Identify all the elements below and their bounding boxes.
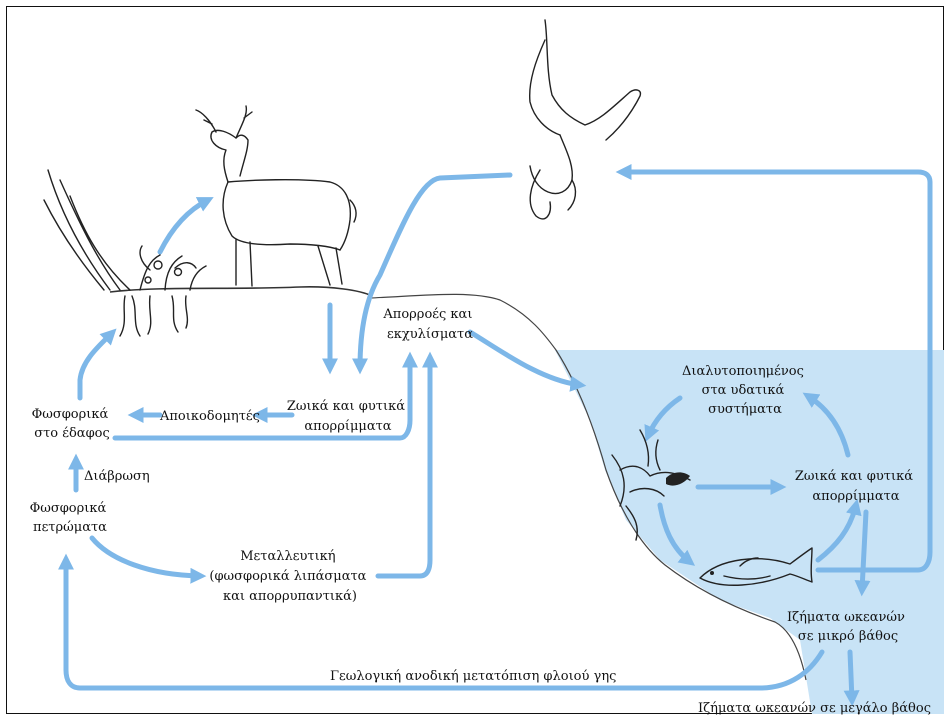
shallow-sediments-label-line: Ιζήματα ωκεανών xyxy=(787,610,905,625)
runoff-label: Απορροές και εκχυλίσματα xyxy=(382,307,476,342)
mining-label-line: και απορρυπαντικά) xyxy=(223,589,357,604)
uplift-label: Γεωλογική ανοδική μετατόπιση φλοιού γης xyxy=(330,669,616,684)
dissolved-label-line: στα υδατικά xyxy=(702,383,785,398)
erosion-label: Διάβρωση xyxy=(84,469,150,484)
arrow-rock-to-mining xyxy=(92,538,200,576)
arrow-mining-to-runoff xyxy=(378,358,430,576)
land-surface xyxy=(110,287,372,296)
plants-icon xyxy=(44,170,206,290)
rock-phosphates-label: Φωσφορικά πετρώματα xyxy=(30,501,111,535)
soil-phosphates-label-line: στο έδαφος xyxy=(34,426,110,441)
deep-sediments-label: Ιζήματα ωκεανών σε μεγάλο βάθος xyxy=(698,701,931,716)
shallow-sediments-label-line: σε μικρό βάθος xyxy=(798,629,898,644)
land-wastes-label: Ζωικά και φυτικά απορρίμματα xyxy=(287,399,409,434)
rock-phosphates-label-line: πετρώματα xyxy=(33,520,107,535)
soil-phosphates-label-line: Φωσφορικά xyxy=(32,407,109,422)
decomposers-label: Αποικοδομητές xyxy=(159,409,260,424)
water-wastes-label-line: Ζωικά και φυτικά xyxy=(795,469,913,484)
arrow-soil-to-plants xyxy=(80,333,112,398)
land-wastes-label-line: Ζωικά και φυτικά xyxy=(287,399,405,414)
arrow-shallow-to-deep-sediments xyxy=(850,652,852,700)
roots-icon xyxy=(120,296,187,336)
runoff-label-line: εκχυλίσματα xyxy=(387,327,473,342)
mining-label-line: Μεταλλευτική xyxy=(240,549,335,564)
runoff-label-line: Απορροές και xyxy=(382,307,472,322)
mining-label-line: (φωσφορικά λιπάσματα xyxy=(209,569,366,584)
deer-icon xyxy=(196,106,356,286)
mining-label: Μεταλλευτική (φωσφορικά λιπάσματα και απ… xyxy=(209,549,370,604)
water-wastes-label-line: απορρίμματα xyxy=(812,489,899,504)
dissolved-label-line: συστήματα xyxy=(708,402,782,417)
soil-phosphates-label: Φωσφορικά στο έδαφος xyxy=(32,407,113,441)
arrow-plants-to-deer xyxy=(160,200,208,252)
rock-phosphates-label-line: Φωσφορικά xyxy=(30,501,107,516)
land-wastes-label-line: απορρίμματα xyxy=(304,419,391,434)
osprey-icon xyxy=(530,20,641,219)
dissolved-label-line: Διαλυτοποιημένος xyxy=(682,364,804,379)
